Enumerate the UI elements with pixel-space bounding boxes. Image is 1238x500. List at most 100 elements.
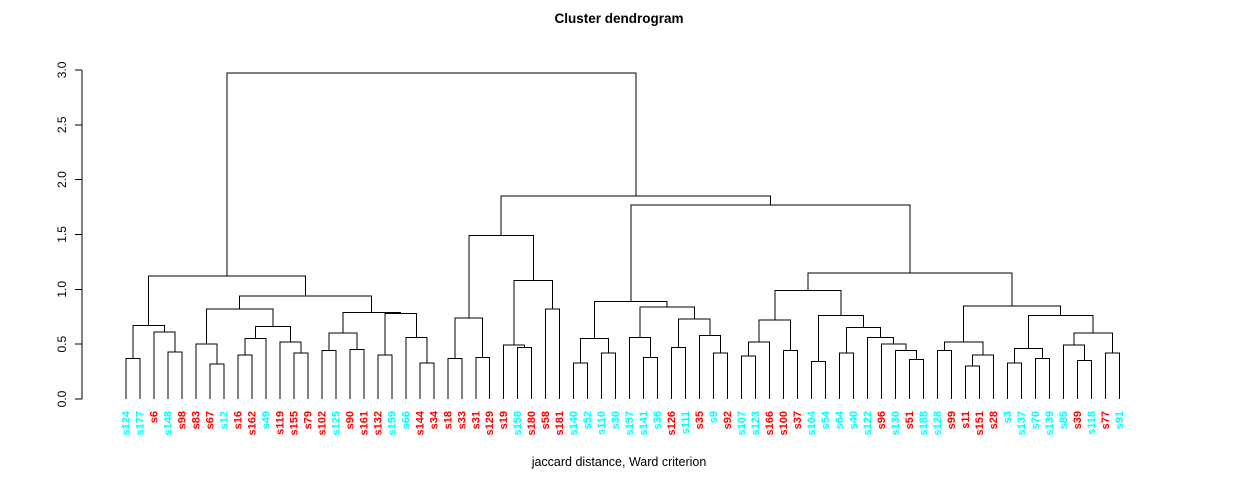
dendrogram-link <box>811 361 826 399</box>
leaf-label-s188: s188 <box>918 411 930 435</box>
leaf-label-s158: s158 <box>512 411 524 435</box>
dendrogram-link <box>1034 357 1050 399</box>
dendrogram-link <box>838 352 854 399</box>
leaf-label-s31: s31 <box>470 411 482 429</box>
leaf-label-s166: s166 <box>764 411 776 435</box>
dendrogram-link <box>943 341 984 356</box>
leaf-label-s11: s11 <box>960 411 972 429</box>
y-tick-label: 0.0 <box>55 390 69 407</box>
dendrogram-link <box>244 338 267 399</box>
leaf-label-s157: s157 <box>624 411 636 435</box>
leaf-label-s91: s91 <box>1114 411 1126 429</box>
leaf-label-s140: s140 <box>568 411 580 435</box>
leaf-label-s70: s70 <box>1030 411 1042 429</box>
leaf-label-s49: s49 <box>260 411 272 429</box>
leaf-label-s126: s126 <box>666 411 678 435</box>
leaf-label-s19: s19 <box>498 411 510 429</box>
dendrogram-link <box>125 357 141 399</box>
leaf-label-s92: s92 <box>722 411 734 429</box>
leaf-label-s39: s39 <box>1072 411 1084 429</box>
dendrogram-link <box>845 327 882 353</box>
leaf-label-s64: s64 <box>834 410 846 429</box>
dendrogram-link <box>132 325 165 359</box>
leaf-label-s123: s123 <box>750 411 762 435</box>
dendrogram-link <box>1013 348 1043 363</box>
leaf-label-s36: s36 <box>652 411 664 429</box>
leaf-label-s159: s159 <box>386 411 398 435</box>
leaf-label-s34: s34 <box>428 410 440 429</box>
dendrogram-link <box>758 319 792 351</box>
leaf-label-s128: s128 <box>932 411 944 435</box>
leaf-label-s77: s77 <box>1100 411 1112 429</box>
leaf-label-s104: s104 <box>806 410 818 435</box>
leaf-label-s161: s161 <box>358 411 370 435</box>
dendrogram-link <box>153 331 176 399</box>
dendrogram-link <box>349 349 365 399</box>
leaf-label-s3: s3 <box>1002 411 1014 423</box>
chart-title: Cluster dendrogram <box>554 11 684 26</box>
leaf-label-s124: s124 <box>121 410 133 435</box>
dendrogram-link <box>384 312 417 356</box>
leaf-label-s28: s28 <box>988 411 1000 429</box>
dendrogram-link <box>239 295 373 313</box>
leaf-label-s180: s180 <box>526 411 538 435</box>
leaf-label-s118: s118 <box>1086 411 1098 435</box>
dendrogram-link <box>293 352 309 399</box>
leaf-label-s100: s100 <box>778 411 790 435</box>
dendrogram-link <box>699 334 722 399</box>
leaf-label-s90: s90 <box>344 411 356 429</box>
dendrogram-link <box>321 350 337 399</box>
leaf-label-s18: s18 <box>442 411 454 429</box>
leaf-label-s119: s119 <box>274 411 286 435</box>
leaf-label-s9: s9 <box>708 411 720 423</box>
dendrogram-link <box>1027 315 1094 349</box>
leaf-label-s83: s83 <box>190 411 202 429</box>
dendrogram-link <box>1104 352 1120 399</box>
leaf-label-s151: s151 <box>974 411 986 435</box>
leaf-label-s67: s67 <box>204 411 216 429</box>
dendrogram-link <box>254 326 291 342</box>
leaf-label-s111: s111 <box>680 411 692 434</box>
leaf-label-s6: s6 <box>148 411 160 423</box>
dendrogram-link <box>894 350 917 399</box>
dendrogram-link <box>866 337 895 399</box>
dendrogram-link <box>475 356 491 399</box>
dendrogram-link <box>880 343 907 399</box>
leaf-label-s141: s141 <box>638 411 650 435</box>
leaf-label-s79: s79 <box>302 411 314 429</box>
leaf-label-s66: s66 <box>400 411 412 429</box>
dendrogram-link <box>908 359 924 399</box>
dendrogram-link <box>671 346 687 399</box>
leaf-label-s16: s16 <box>232 411 244 429</box>
leaf-label-s129: s129 <box>484 411 496 435</box>
dendrogram-links <box>125 72 1120 399</box>
leaf-label-s54: s54 <box>820 410 832 429</box>
dendrogram-link <box>630 204 911 302</box>
dendrogram-link <box>545 308 561 399</box>
leaf-label-s40: s40 <box>848 411 860 429</box>
dendrogram-link <box>936 350 952 399</box>
dendrogram-link <box>971 354 994 399</box>
leaf-label-s58: s58 <box>540 411 552 429</box>
leaf-label-s162: s162 <box>246 411 258 435</box>
dendrogram-link <box>629 337 652 399</box>
leaf-label-s99: s99 <box>946 411 958 429</box>
dendrogram-link <box>818 315 865 362</box>
x-axis-label: jaccard distance, Ward criterion <box>531 455 707 469</box>
leaf-label-s110: s110 <box>596 411 608 435</box>
leaf-label-s107: s107 <box>736 411 748 435</box>
dendrogram-link <box>279 341 302 399</box>
leaf-label-s98: s98 <box>176 411 188 429</box>
leaf-label-s130: s130 <box>890 411 902 435</box>
dendrogram-link <box>741 355 757 399</box>
dendrogram-link <box>209 363 225 399</box>
dendrogram-link <box>1062 344 1085 399</box>
leaf-label-s51: s51 <box>904 411 916 429</box>
dendrogram-link <box>807 272 1013 306</box>
dendrogram-link <box>639 306 695 338</box>
dendrogram-link <box>713 352 729 399</box>
leaf-label-s132: s132 <box>372 411 384 435</box>
leaf-label-s37: s37 <box>792 411 804 429</box>
